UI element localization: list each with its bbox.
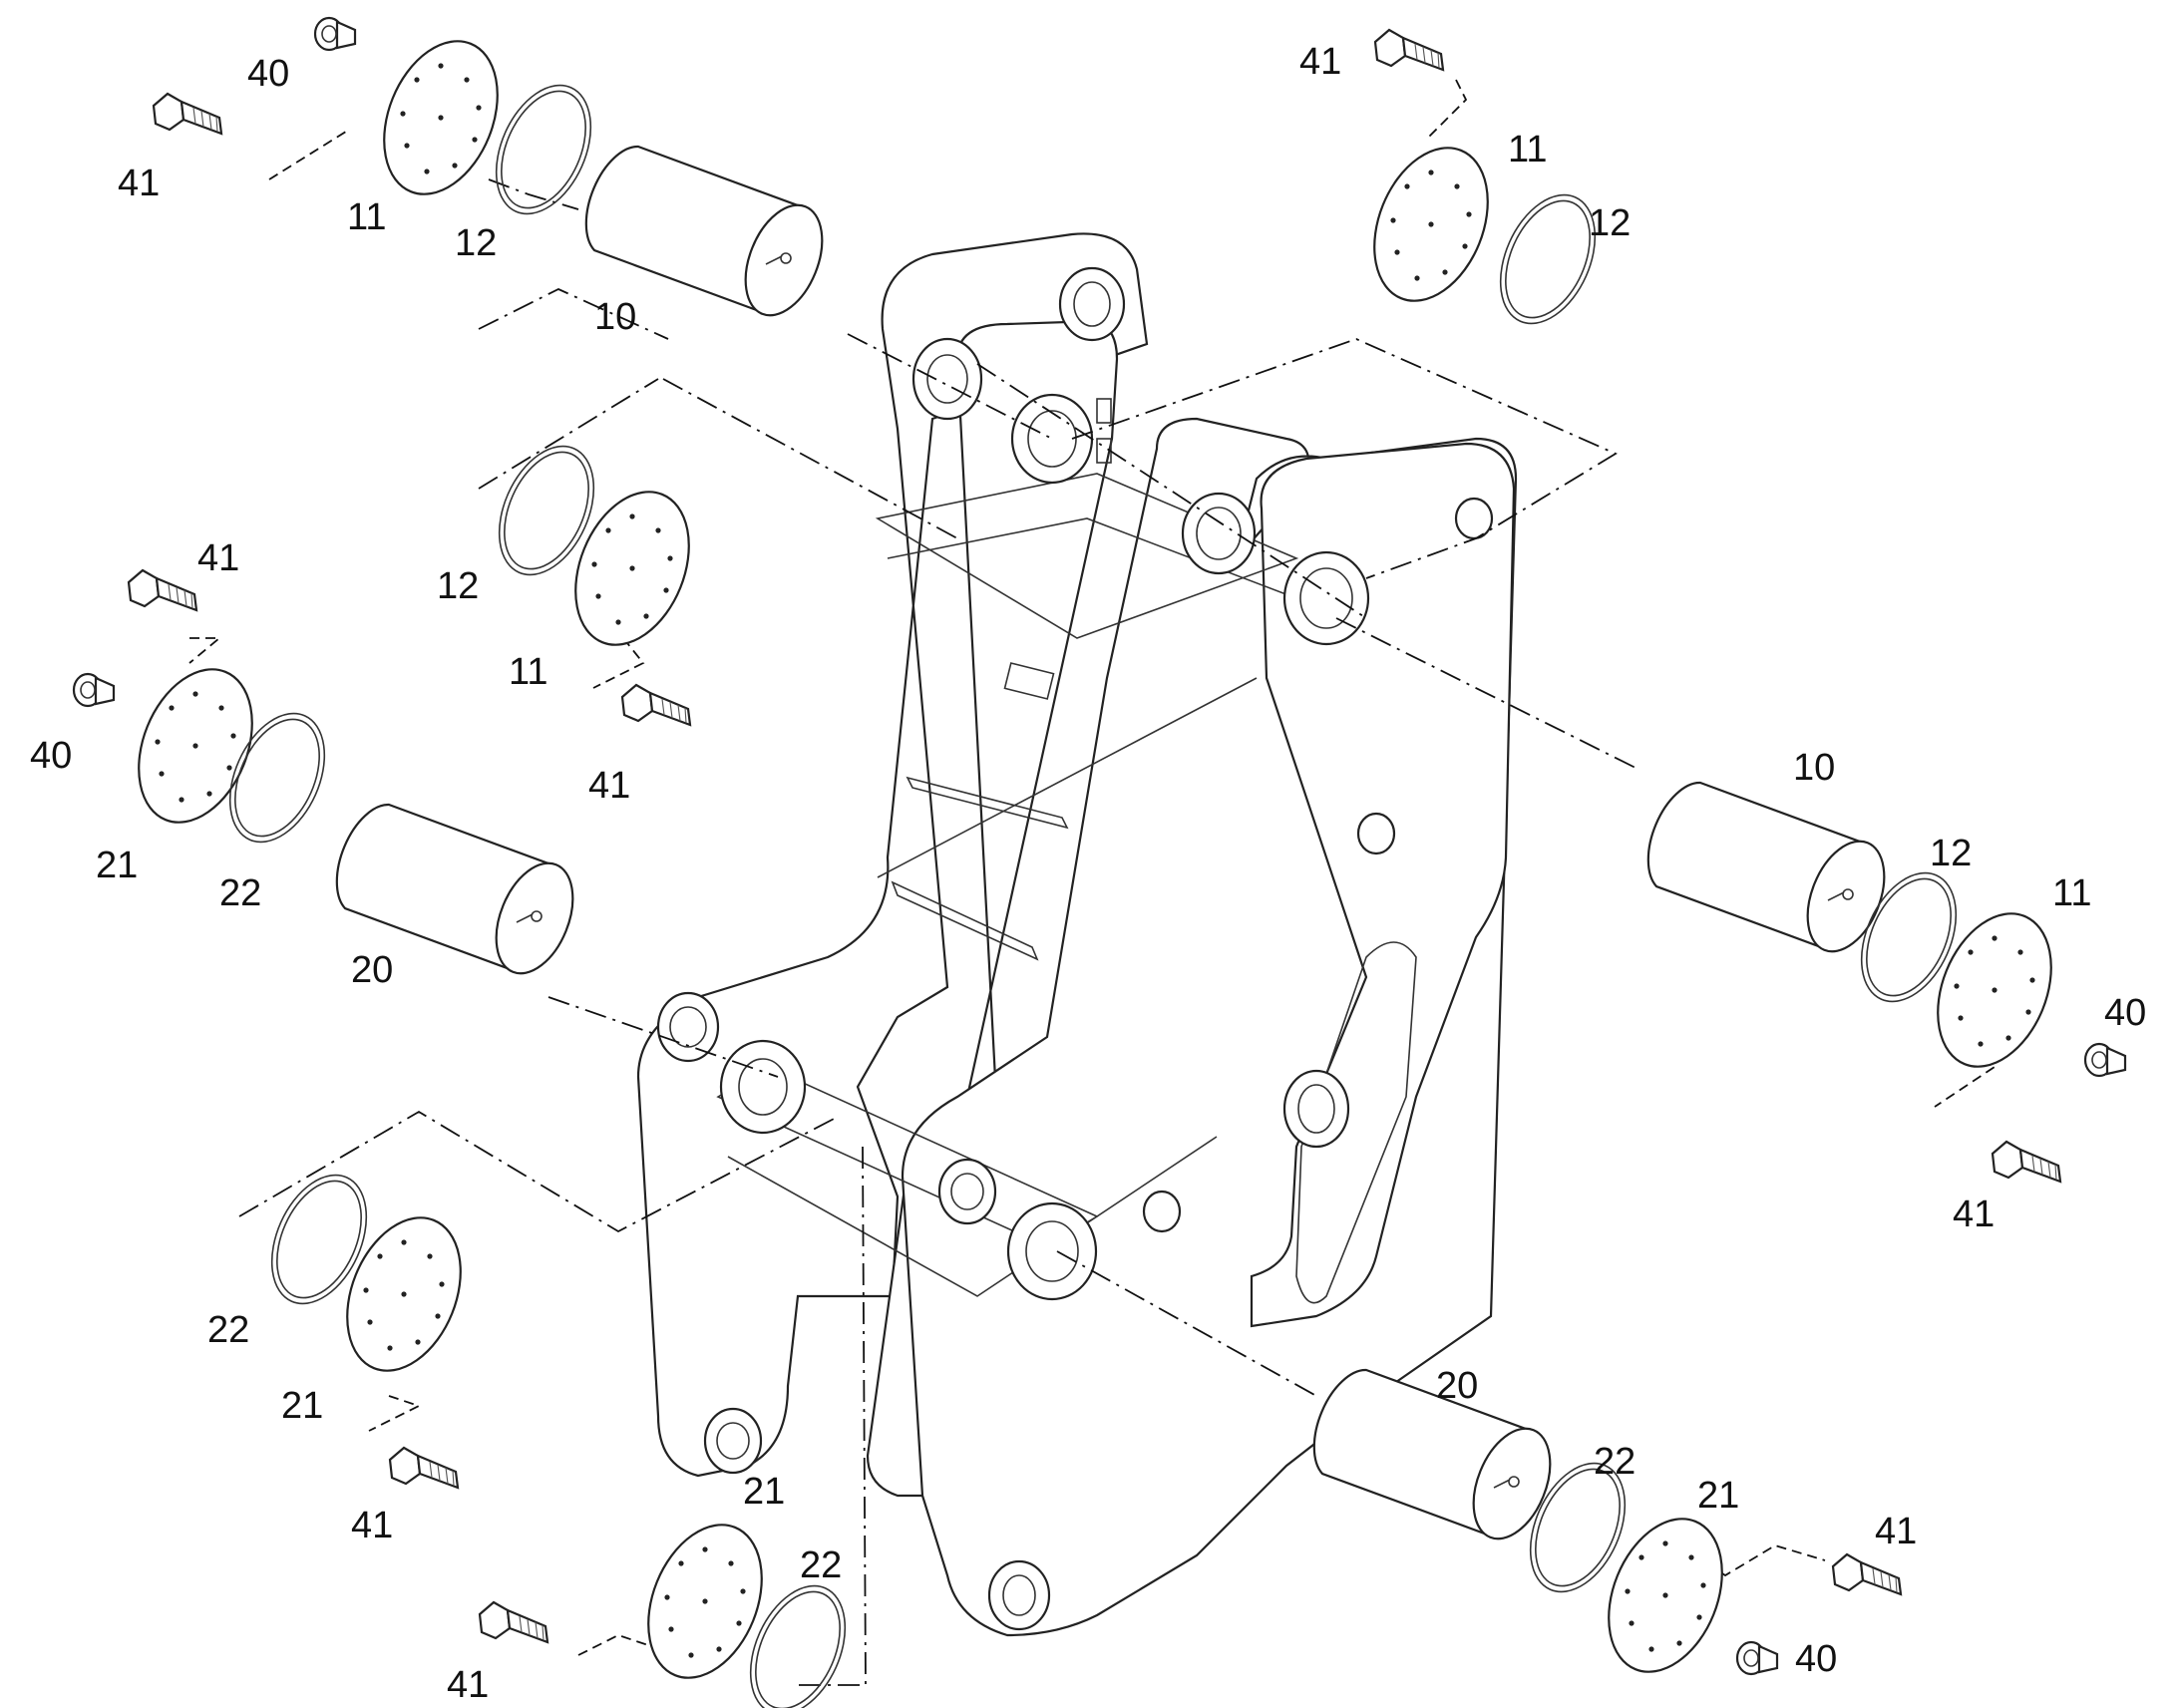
callout-11-middle-left: 11 — [509, 651, 547, 693]
cover-21-lower-center — [625, 1507, 785, 1696]
callout-20-left: 20 — [351, 949, 393, 991]
callout-12-upper-right: 12 — [1589, 202, 1631, 244]
cover-11-upper-left — [361, 23, 521, 212]
callout-21-lower-center: 21 — [743, 1471, 785, 1513]
callout-40-lower-right: 40 — [1795, 1638, 1837, 1680]
bolt-41-lower-left — [388, 1446, 460, 1490]
callout-40-upper-left: 40 — [247, 53, 289, 95]
callout-10-upper-left: 10 — [594, 296, 636, 338]
callout-11-upper-right: 11 — [1508, 129, 1547, 171]
cover-21-lower-left — [324, 1199, 484, 1389]
bolt-41-middle-left — [620, 683, 692, 727]
callout-41-upper-left: 41 — [118, 163, 160, 204]
bolt-41-left — [127, 568, 198, 612]
callout-12-upper-left: 12 — [455, 222, 497, 264]
callout-10-right: 10 — [1793, 747, 1835, 789]
screw-40-right — [2083, 1042, 2127, 1078]
bolt-41-lower-right — [1831, 1552, 1903, 1596]
callout-22-lower-left: 22 — [207, 1309, 249, 1351]
callout-22-left: 22 — [219, 872, 261, 914]
boom-frame — [636, 232, 1518, 1637]
screw-40-lower-right — [1735, 1640, 1779, 1676]
callout-labels: 41 40 11 12 10 41 11 12 12 11 41 41 40 2… — [30, 41, 2146, 1706]
callout-21-right: 21 — [1697, 1475, 1739, 1517]
screw-40-left — [72, 672, 116, 708]
callout-11-right: 11 — [2052, 872, 2091, 914]
callout-20-right: 20 — [1436, 1365, 1478, 1407]
callout-40-left: 40 — [30, 735, 72, 777]
callout-21-lower-left: 21 — [281, 1385, 323, 1427]
callout-41-middle-left: 41 — [588, 765, 630, 807]
cover-21-right — [1586, 1501, 1745, 1690]
callout-40-right: 40 — [2104, 992, 2146, 1034]
bolt-41-upper-right — [1373, 28, 1445, 72]
pin-10-right — [1646, 781, 1901, 964]
callout-41-right: 41 — [1953, 1194, 1995, 1235]
cover-21-left — [116, 651, 275, 841]
bolt-41-lower-center — [478, 1600, 549, 1644]
cover-11-upper-right — [1351, 130, 1511, 319]
bolt-41-right — [1991, 1140, 2062, 1184]
callout-12-right: 12 — [1930, 833, 1972, 874]
callout-12-middle-left: 12 — [437, 565, 479, 607]
callout-41-lower-right: 41 — [1875, 1511, 1917, 1552]
bolt-41-upper-left — [152, 92, 223, 136]
cover-11-right — [1915, 895, 2074, 1085]
callout-22-right: 22 — [1594, 1441, 1635, 1483]
screw-40-upper-left — [313, 16, 357, 52]
callout-41-lower-left: 41 — [351, 1505, 393, 1546]
callout-41-lower-center: 41 — [447, 1664, 489, 1706]
callout-41-upper-right: 41 — [1299, 41, 1341, 83]
cover-11-middle-left — [552, 474, 712, 663]
callout-22-lower-center: 22 — [800, 1544, 842, 1586]
callout-41-left: 41 — [197, 537, 239, 579]
callout-11-upper-left: 11 — [347, 196, 386, 238]
callout-21-left: 21 — [96, 845, 138, 886]
